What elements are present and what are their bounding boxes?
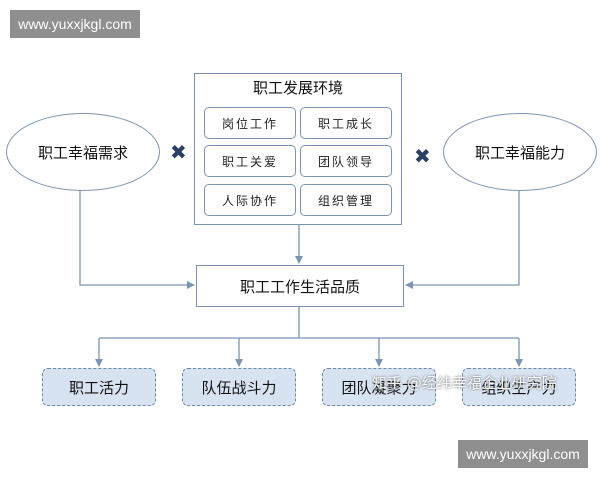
- watermark-top: www.yuxxjkgl.com: [10, 10, 140, 38]
- quality-node-label: 职工工作生活品质: [239, 277, 360, 296]
- need-node: 职工幸福需求: [6, 113, 160, 191]
- env-item-job: 岗位工作: [204, 107, 296, 139]
- multiply-icon-right: ✖: [414, 144, 431, 168]
- env-item-collaboration: 人际协作: [204, 184, 296, 216]
- need-to-quality-arrow: [79, 189, 195, 289]
- ability-to-quality-arrow: [405, 189, 520, 289]
- ability-node: 职工幸福能力: [443, 113, 597, 191]
- env-item-leadership: 团队领导: [300, 145, 392, 177]
- env-item-growth: 职工成长: [300, 107, 392, 139]
- output-cohesion: 团队凝聚力: [322, 368, 436, 406]
- need-node-label: 职工幸福需求: [37, 143, 128, 162]
- watermark-bottom: www.yuxxjkgl.com: [458, 440, 588, 468]
- output-vitality: 职工活力: [42, 368, 156, 406]
- env-item-management: 组织管理: [300, 184, 392, 216]
- source-credit: 知乎 @经纬幸福企业研究院: [372, 374, 557, 392]
- quality-node: 职工工作生活品质: [196, 265, 404, 307]
- ability-node-label: 职工幸福能力: [474, 143, 565, 162]
- multiply-icon-left: ✖: [170, 140, 187, 164]
- environment-title: 职工发展环境: [252, 79, 343, 97]
- output-combat-power: 队伍战斗力: [182, 368, 296, 406]
- output-productivity: 组织生产力: [462, 368, 576, 406]
- env-item-care: 职工关爱: [204, 145, 296, 177]
- environment-panel: 职工发展环境 岗位工作 职工成长 职工关爱 团队领导 人际协作 组织管理: [194, 73, 402, 225]
